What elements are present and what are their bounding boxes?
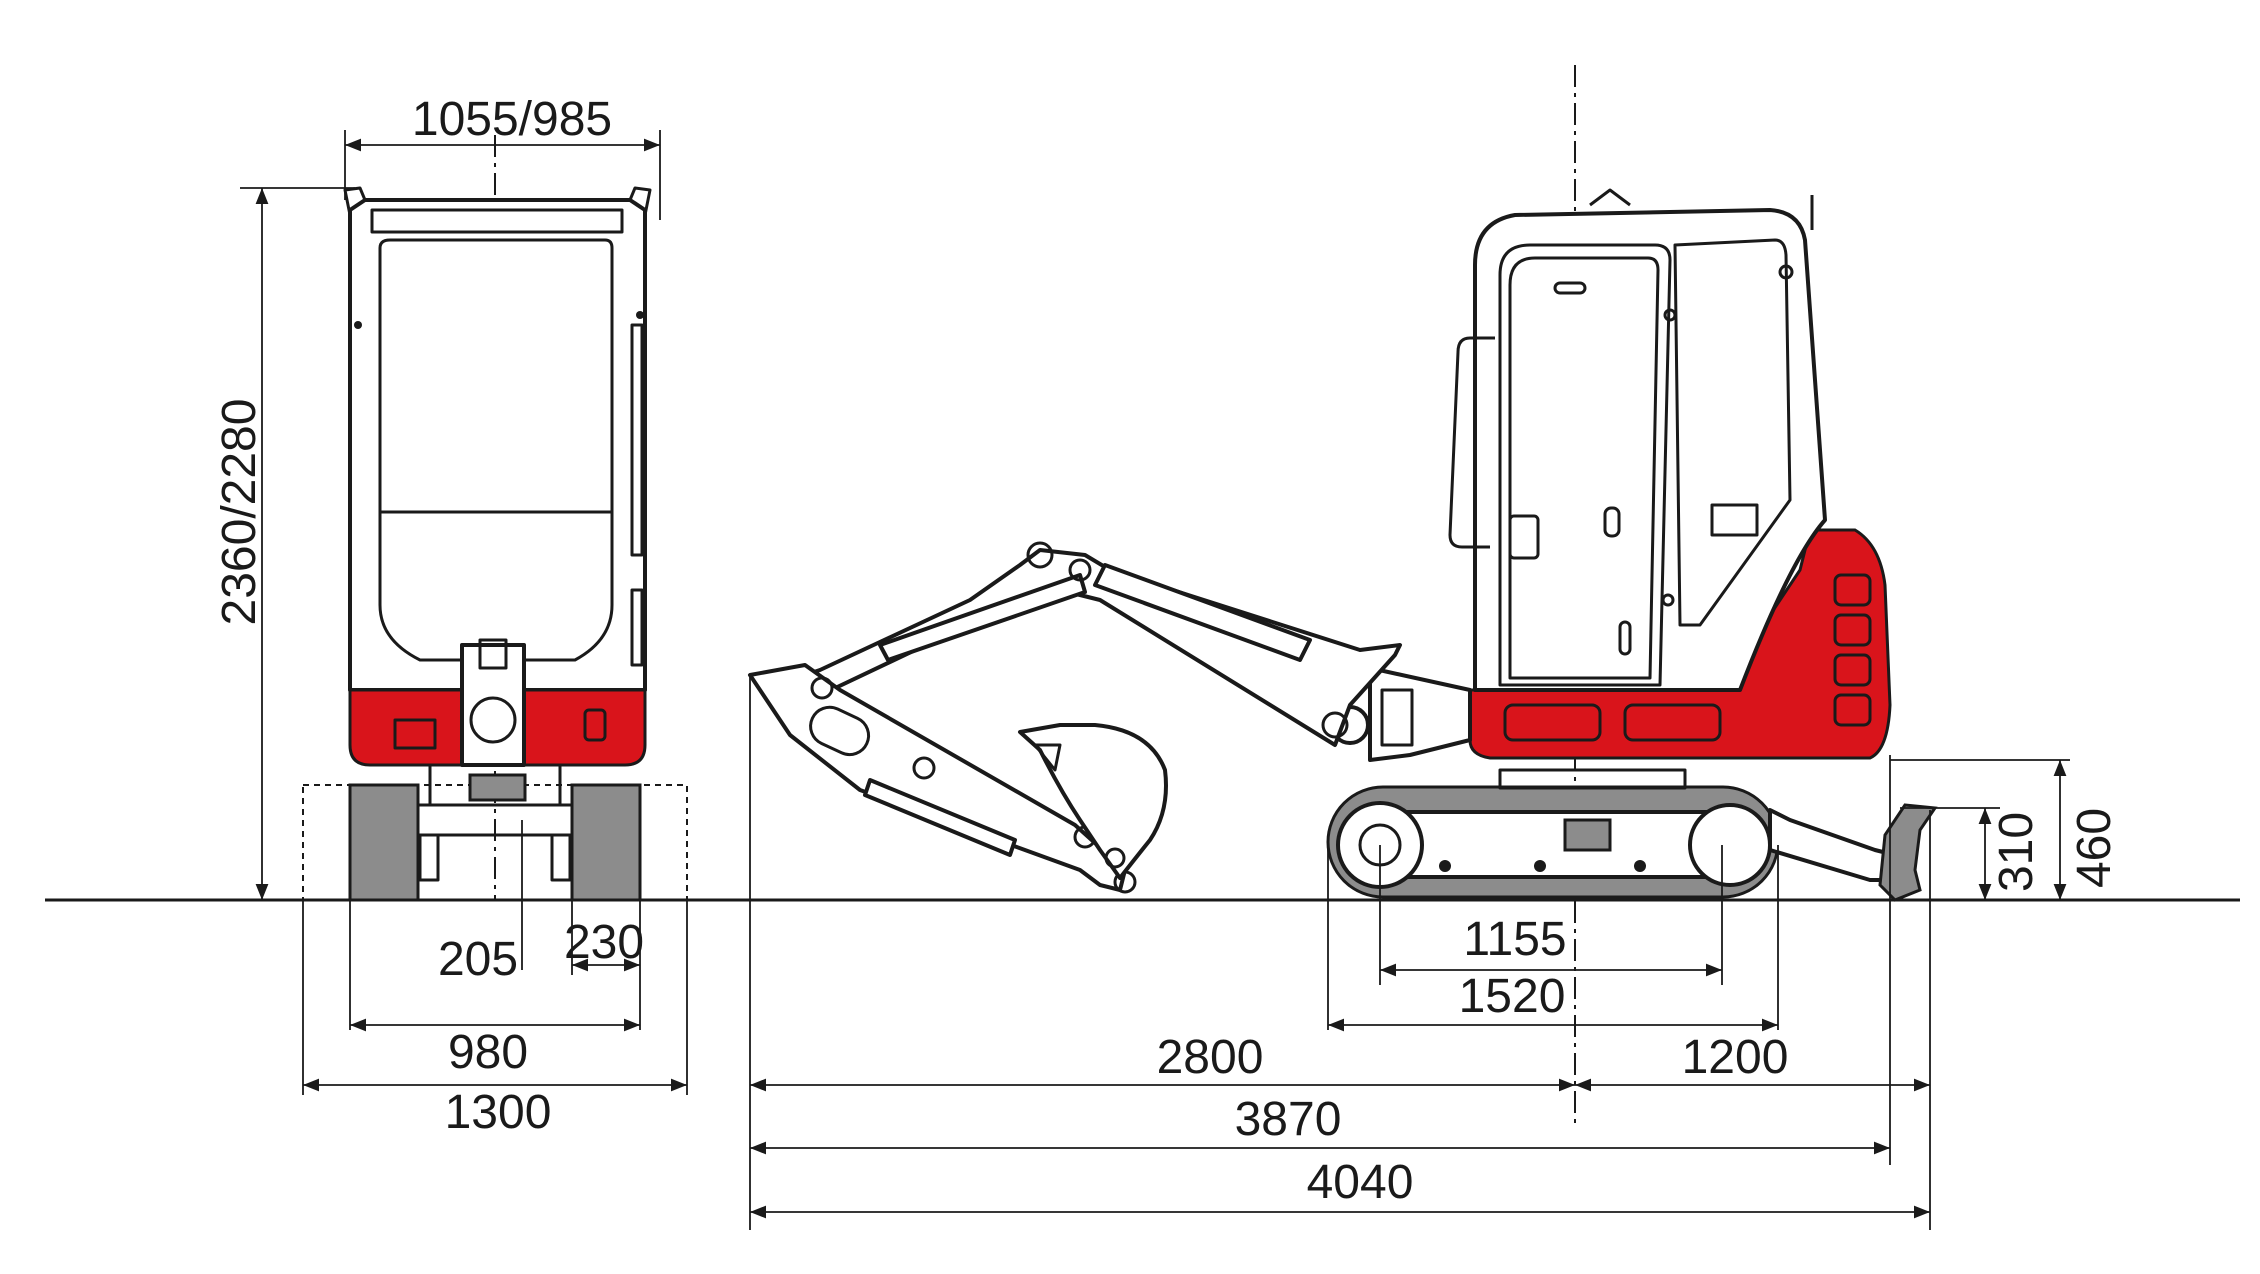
dim-label-top-width: 1055/985	[412, 93, 612, 146]
side-blade-arm	[1768, 808, 1897, 882]
dim-label-1520: 1520	[1459, 970, 1566, 1023]
dim-label-1300: 1300	[445, 1086, 552, 1139]
dim-label-1155: 1155	[1463, 913, 1566, 966]
dim-label-230: 230	[564, 916, 644, 969]
side-view: 1155 1520 2800 1200 3870 4040 310 460	[748, 65, 2121, 1230]
dim-label-1200: 1200	[1682, 1031, 1789, 1084]
side-rear-window	[1673, 238, 1792, 627]
dim-label-height: 2360/2280	[213, 399, 266, 626]
dim-label-460: 460	[2068, 808, 2121, 888]
front-window	[378, 238, 614, 662]
front-left-track	[348, 783, 420, 902]
dim-label-310: 310	[1990, 812, 2043, 892]
dim-label-4040: 4040	[1307, 1156, 1414, 1209]
dim-label-3870: 3870	[1235, 1093, 1342, 1146]
side-cab	[1473, 208, 1827, 692]
side-blade	[1878, 803, 1938, 902]
front-right-track	[570, 783, 642, 902]
side-cab-door	[1498, 243, 1672, 687]
dim-label-980: 980	[448, 1026, 528, 1079]
front-view: 1055/985 2360/2280 205 230 980 1300	[213, 93, 688, 1139]
dim-label-2800: 2800	[1157, 1031, 1264, 1084]
front-cab	[348, 198, 647, 692]
side-handrail	[1448, 336, 1495, 549]
dim-label-205: 205	[438, 933, 518, 986]
side-red-body	[1468, 528, 1892, 760]
